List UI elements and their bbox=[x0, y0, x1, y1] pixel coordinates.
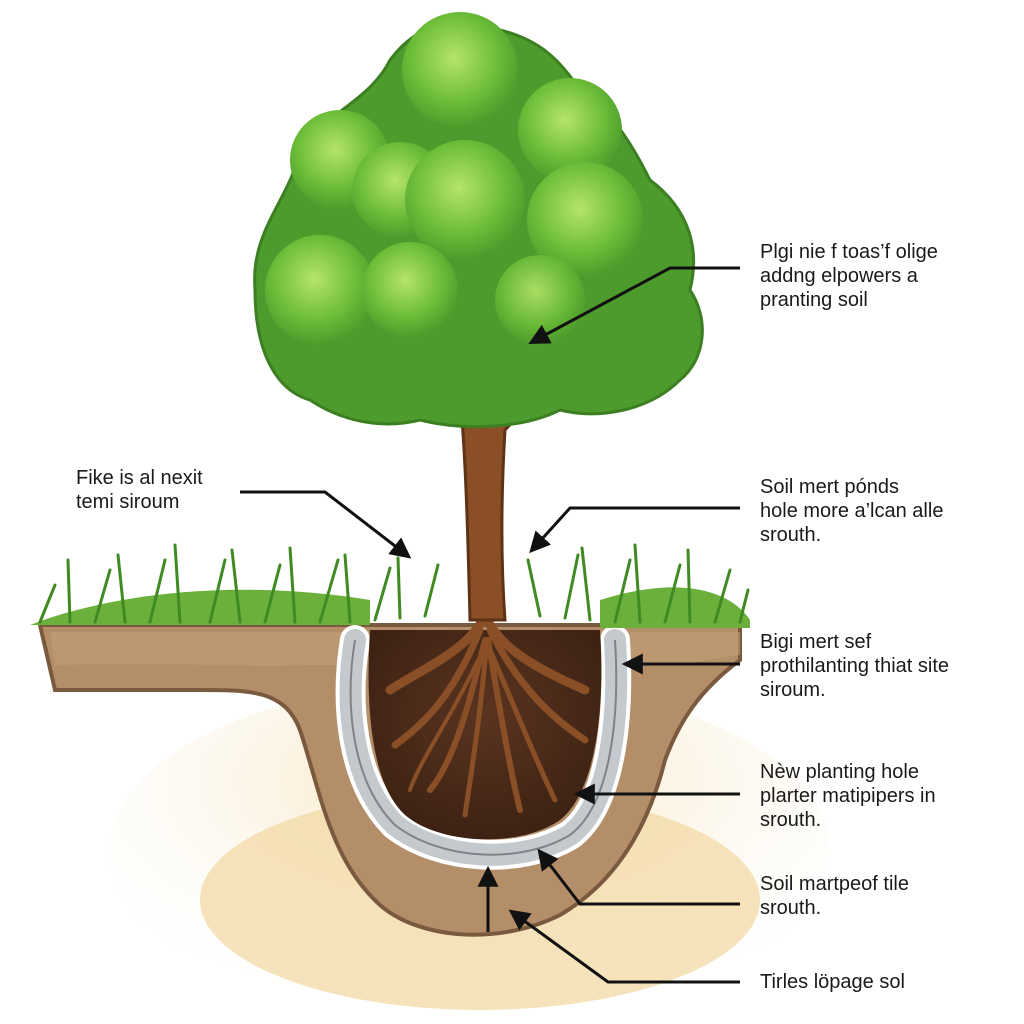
label-right-1-line-2: hole more a’lcan alle bbox=[760, 500, 944, 522]
grass bbox=[30, 543, 750, 628]
label-right-2: Bigi mert sef prothilanting thiat site s… bbox=[760, 630, 949, 702]
annotation-arrows bbox=[240, 266, 740, 984]
label-right-4: Soil martpeof tile srouth. bbox=[760, 872, 909, 920]
label-canopy: Plgi nie f toas’f olige addng elpowers a… bbox=[760, 240, 938, 312]
label-left-line-1: Fike is al nexit bbox=[76, 467, 203, 489]
label-right-5: Tirles löpage sol bbox=[760, 970, 905, 994]
arrow-canopy bbox=[528, 266, 740, 344]
label-right-3: Nèw planting hole plarter matipipers in … bbox=[760, 760, 936, 832]
label-right-1-line-1: Soil mert pónds bbox=[760, 476, 899, 498]
label-right-3-line-3: srouth. bbox=[760, 809, 822, 831]
label-right-3-line-1: Nèw planting hole bbox=[760, 761, 919, 783]
label-right-2-line-1: Bigi mert sef bbox=[760, 631, 872, 653]
label-left: Fike is al nexit temi siroum bbox=[76, 466, 203, 514]
arrow-left-grass bbox=[240, 490, 412, 559]
label-right-3-line-2: plarter matipipers in bbox=[760, 785, 936, 807]
roots bbox=[385, 610, 590, 818]
arrow-drainage bbox=[508, 909, 740, 984]
planting-hole-liner-edge bbox=[349, 639, 618, 856]
arrow-liner-bottom bbox=[537, 848, 740, 906]
label-canopy-line-1: Plgi nie f toas’f olige bbox=[760, 241, 938, 263]
label-left-line-2: temi siroum bbox=[76, 491, 180, 513]
planting-soil bbox=[368, 630, 602, 840]
label-right-5-line-1: Tirles löpage sol bbox=[760, 971, 905, 993]
label-canopy-line-2: addng elpowers a bbox=[760, 265, 918, 287]
arrow-right-grass bbox=[529, 506, 740, 554]
label-right-2-line-3: siroum. bbox=[760, 679, 826, 701]
label-canopy-line-3: pranting soil bbox=[760, 289, 868, 311]
tree-canopy bbox=[253, 12, 704, 429]
label-right-4-line-1: Soil martpeof tile bbox=[760, 873, 909, 895]
label-right-2-line-2: prothilanting thiat site bbox=[760, 655, 950, 677]
label-right-1-line-3: srouth. bbox=[760, 524, 822, 546]
label-right-4-line-2: srouth. bbox=[760, 897, 822, 919]
label-right-1: Soil mert pónds hole more a’lcan alle sr… bbox=[760, 475, 943, 547]
